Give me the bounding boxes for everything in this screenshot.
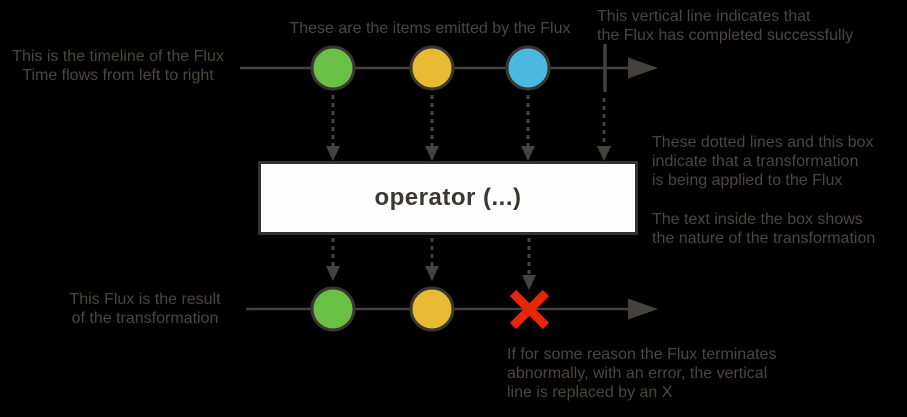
dotted-arrow-in-2-head-icon [425,146,439,161]
annotation-box-text: The text inside the box shows the nature… [652,211,876,247]
dotted-arrow-out-2-head-icon [425,266,439,281]
annotation-error: If for some reason the Flux terminates a… [507,346,777,401]
transform-arrows-in [326,95,611,161]
transform-arrows-out [326,238,536,290]
annotation-result: This Flux is the result of the transform… [69,291,221,327]
annotation-timeline: This is the timeline of the Flux Time fl… [12,48,224,84]
source-item-yellow [409,45,455,91]
annotation-items: These are the items emitted by the Flux [289,20,571,37]
annotation-complete: This vertical line indicates that the Fl… [597,8,854,44]
result-item-yellow [409,286,455,332]
dotted-arrow-out-1-head-icon [326,266,340,281]
source-item-green [310,45,356,91]
result-timeline-arrowhead-icon [628,298,658,320]
result-timeline [246,286,658,332]
error-x-icon [509,289,550,330]
operator-box: operator (...) [258,161,638,235]
result-item-green [310,286,356,332]
dotted-arrow-in-4-head-icon [597,146,611,161]
dotted-arrow-out-3-head-icon [522,275,536,290]
source-timeline [240,44,658,92]
dotted-arrow-in-1-head-icon [326,146,340,161]
annotation-transformation: These dotted lines and this box indicate… [652,134,874,189]
operator-label: operator (...) [374,184,522,211]
dotted-arrow-in-3-head-icon [521,146,535,161]
source-timeline-arrowhead-icon [628,57,658,79]
source-item-blue [505,45,551,91]
